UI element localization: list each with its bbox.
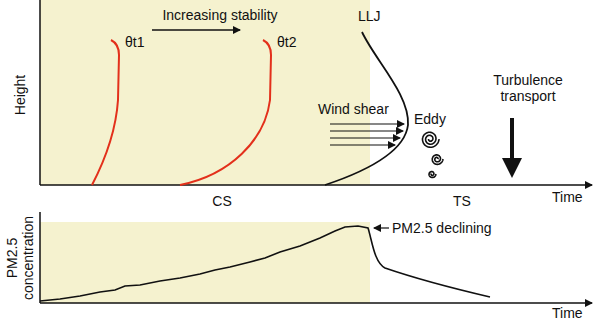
annotation: PM2.5 declining <box>392 220 492 236</box>
eddy-spiral <box>423 132 440 147</box>
stable-shading <box>40 0 370 185</box>
profile-label: θt1 <box>125 34 144 50</box>
height-axis <box>39 0 41 185</box>
stable-shading <box>40 222 370 303</box>
profile-label: θt2 <box>277 34 296 50</box>
jet-label: LLJ <box>358 8 381 24</box>
transport-arrow <box>510 118 514 160</box>
annotation: Turbulence transport <box>473 72 583 104</box>
axis-title: PM2.5 concentration <box>4 208 36 308</box>
shear-arrow <box>330 137 400 138</box>
annotation: Wind shear <box>318 101 389 117</box>
theta-profile <box>180 40 271 185</box>
theta-profile <box>92 40 119 185</box>
pm25-curve <box>40 226 490 301</box>
shear-arrow <box>330 130 403 131</box>
eddy-spiral <box>432 155 443 165</box>
annotation: Increasing stability <box>162 7 277 23</box>
period-label: TS <box>453 193 471 209</box>
eddy-spiral <box>429 172 436 178</box>
shear-arrow <box>330 123 404 124</box>
transport-arrowhead <box>502 158 522 178</box>
period-label: CS <box>212 193 231 209</box>
time-axis <box>40 302 592 304</box>
axis-title: Height <box>12 75 28 115</box>
stability-arrow <box>152 29 240 31</box>
concentration-axis <box>39 212 41 303</box>
shear-arrow <box>330 144 395 145</box>
axis-title: Time <box>552 305 583 321</box>
declining-arrow <box>374 227 389 228</box>
axis-title: Time <box>552 189 583 205</box>
time-axis <box>40 184 592 186</box>
annotation: Eddy <box>414 111 446 127</box>
